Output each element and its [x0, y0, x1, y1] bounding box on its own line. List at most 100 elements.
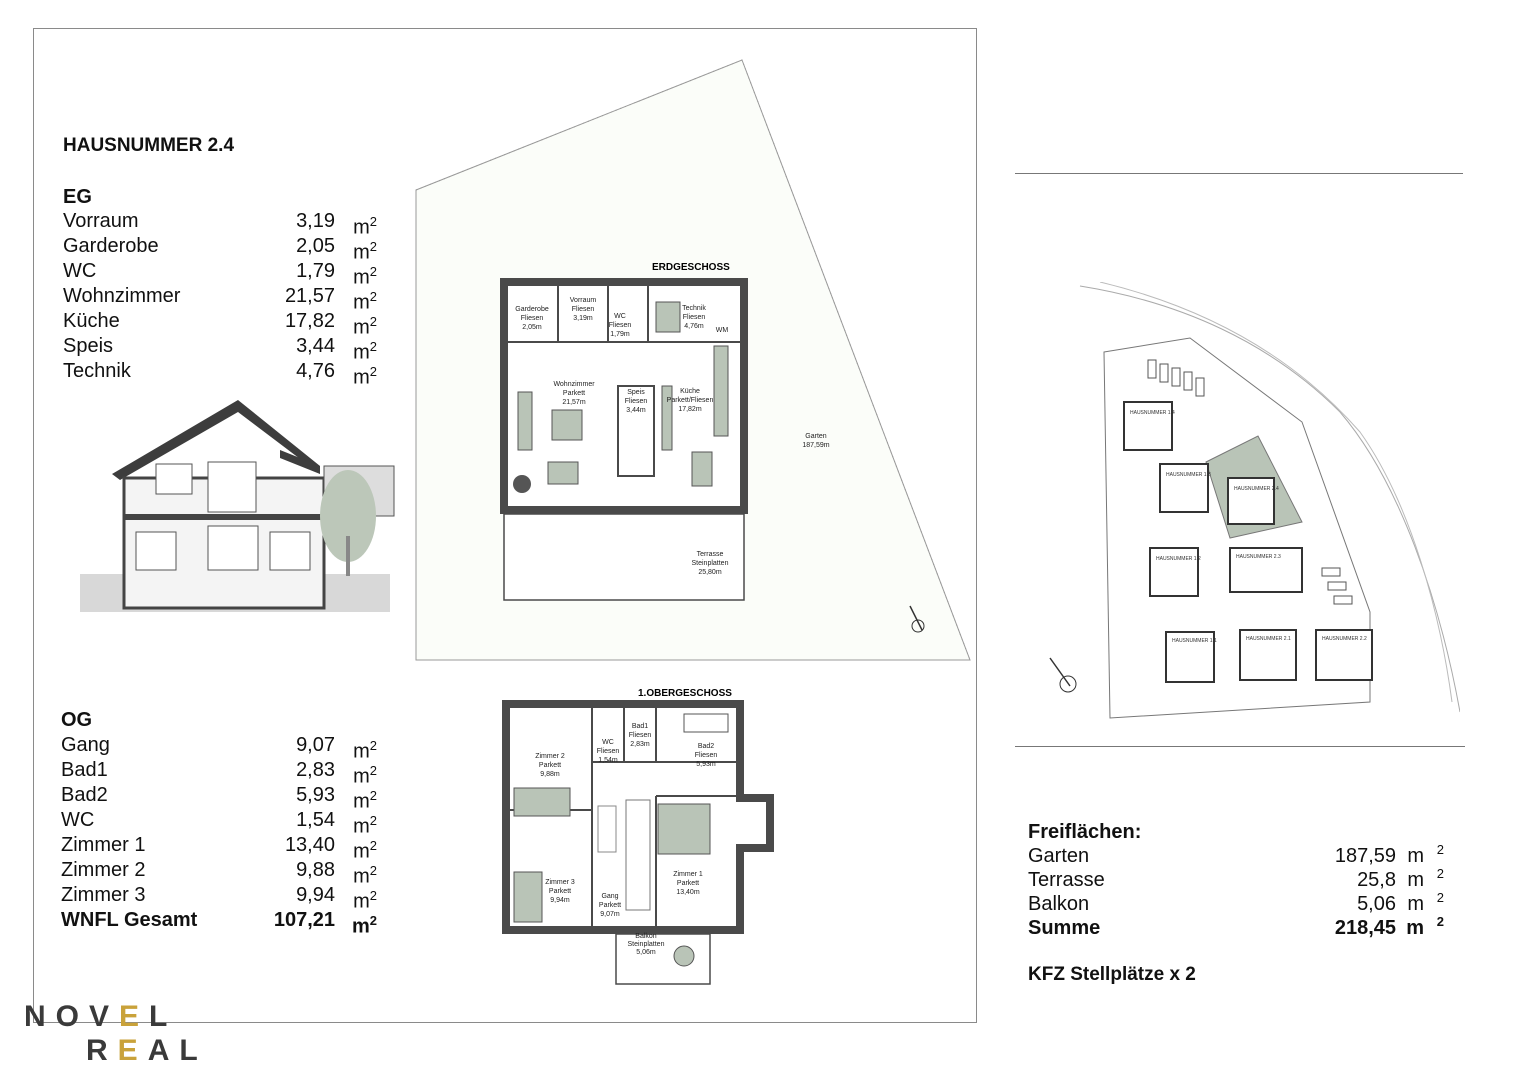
area-unit: m2 — [353, 763, 377, 788]
area-row: Wohnzimmer 21,57 m2 — [63, 284, 377, 314]
area-value: 1,54 — [296, 809, 335, 831]
area-unit: m2 — [353, 314, 377, 339]
svg-text:21,57m: 21,57m — [562, 399, 586, 406]
site-plan: HAUSNUMMER 1.4 HAUSNUMMER 1.3 HAUSNUMMER… — [1049, 282, 1460, 719]
svg-text:HAUSNUMMER 2.4: HAUSNUMMER 2.4 — [1234, 486, 1279, 492]
svg-text:Parkett/Fliesen: Parkett/Fliesen — [667, 397, 714, 404]
area-unit: m2 — [351, 913, 377, 938]
area-name: WNFL Gesamt — [61, 909, 198, 931]
svg-text:Garderobe: Garderobe — [515, 306, 549, 313]
site-plan-top-rule — [1015, 173, 1463, 174]
area-value: 5,93 — [296, 784, 335, 806]
area-name: Bad2 — [61, 784, 108, 806]
svg-text:Parkett: Parkett — [539, 762, 561, 769]
area-name: Zimmer 2 — [61, 859, 146, 881]
area-row: Küche 17,82 m2 — [63, 309, 377, 339]
area-row: Bad1 2,83 m2 — [61, 758, 377, 788]
site-plan-bottom-rule — [1015, 746, 1465, 747]
svg-text:Fliesen: Fliesen — [597, 748, 620, 755]
drawing-frame — [33, 28, 977, 1023]
area-value: 2,83 — [296, 759, 335, 781]
svg-text:Steinplatten: Steinplatten — [628, 941, 665, 948]
area-name: WC — [61, 809, 95, 831]
svg-text:WC: WC — [602, 739, 614, 746]
svg-text:Bad1: Bad1 — [632, 723, 648, 730]
svg-text:Vorraum: Vorraum — [570, 297, 597, 304]
svg-text:HAUSNUMMER 2.3: HAUSNUMMER 2.3 — [1236, 554, 1281, 560]
svg-text:Terrasse: Terrasse — [697, 551, 724, 558]
svg-text:HAUSNUMMER 1.3: HAUSNUMMER 1.3 — [1166, 472, 1211, 478]
svg-text:1.OBERGESCHOSS: 1.OBERGESCHOSS — [638, 688, 732, 699]
area-value: 3,19 — [296, 210, 335, 232]
svg-text:Küche: Küche — [680, 388, 700, 395]
svg-text:5,06m: 5,06m — [636, 949, 656, 956]
svg-text:2,83m: 2,83m — [630, 741, 650, 748]
area-value: 9,88 — [296, 859, 335, 881]
site-north-arrow-icon — [1049, 657, 1077, 693]
svg-text:Steinplatten: Steinplatten — [692, 560, 729, 567]
svg-text:ERDGESCHOSS: ERDGESCHOSS — [652, 262, 730, 273]
area-unit: m2 — [353, 738, 377, 763]
area-unit: m2 — [353, 813, 377, 838]
area-name: Speis — [63, 335, 114, 357]
svg-text:9,07m: 9,07m — [600, 911, 620, 918]
svg-text:Parkett: Parkett — [599, 902, 621, 909]
svg-text:WC: WC — [614, 313, 626, 320]
area-unit: m2 — [353, 838, 377, 863]
area-value: 21,57 — [284, 285, 335, 307]
svg-text:187,59m: 187,59m — [802, 442, 829, 449]
svg-text:HAUSNUMMER 1.4: HAUSNUMMER 1.4 — [1130, 410, 1175, 416]
eg-floorplan: ERDGESCHOSS Garderobe Fliesen 2,05m Vorr… — [415, 59, 971, 661]
area-unit: m2 — [353, 788, 377, 813]
area-row: Bad2 5,93 m2 — [61, 783, 377, 813]
area-unit: m2 — [353, 289, 377, 314]
area-name: Gang — [61, 734, 110, 756]
area-row: Zimmer 1 13,40 m2 — [61, 833, 377, 863]
svg-text:Fliesen: Fliesen — [572, 306, 595, 313]
area-row: Zimmer 2 9,88 m2 — [61, 858, 377, 888]
area-value: 17,82 — [284, 310, 335, 332]
north-arrow-icon — [909, 605, 925, 633]
area-name: Zimmer 1 — [61, 834, 146, 856]
area-unit: m2 — [353, 888, 377, 913]
og-floorplan: 1.OBERGESCHOSS Zimmer 2 Parkett 9,88m WC… — [502, 688, 774, 985]
svg-text:Speis: Speis — [627, 389, 645, 396]
area-row: WC 1,54 m2 — [61, 808, 377, 838]
area-name: WC — [63, 260, 97, 282]
svg-text:Parkett: Parkett — [677, 880, 699, 887]
area-name: Küche — [63, 310, 120, 332]
svg-text:3,19m: 3,19m — [573, 315, 593, 322]
svg-text:25,80m: 25,80m — [698, 569, 722, 576]
area-name: Vorraum — [63, 210, 139, 232]
svg-text:5,93m: 5,93m — [696, 761, 716, 768]
svg-text:HAUSNUMMER 2.1: HAUSNUMMER 2.1 — [1246, 636, 1291, 642]
svg-text:HAUSNUMMER 1.1: HAUSNUMMER 1.1 — [1172, 638, 1217, 644]
tree — [320, 470, 376, 562]
svg-text:Wohnzimmer: Wohnzimmer — [553, 381, 595, 388]
area-name: Zimmer 3 — [61, 884, 146, 906]
novel-real-logo: NOVEL REAL — [24, 1000, 198, 1068]
svg-text:HAUSNUMMER 2.2: HAUSNUMMER 2.2 — [1322, 636, 1367, 642]
svg-text:1,79m: 1,79m — [610, 331, 630, 338]
svg-text:Fliesen: Fliesen — [609, 322, 632, 329]
area-name: Garderobe — [63, 235, 159, 257]
area-value: 13,40 — [284, 834, 335, 856]
svg-text:Zimmer 3: Zimmer 3 — [545, 879, 575, 886]
area-unit: m2 — [353, 863, 377, 888]
parking-info: KFZ Stellplätze x 2 — [1028, 964, 1196, 985]
svg-text:Parkett: Parkett — [549, 888, 571, 895]
svg-text:9,94m: 9,94m — [550, 897, 570, 904]
svg-text:1,54m: 1,54m — [598, 757, 618, 764]
svg-text:Zimmer 2: Zimmer 2 — [535, 753, 565, 760]
area-name: Wohnzimmer — [63, 285, 181, 307]
area-name: Bad1 — [61, 759, 108, 781]
